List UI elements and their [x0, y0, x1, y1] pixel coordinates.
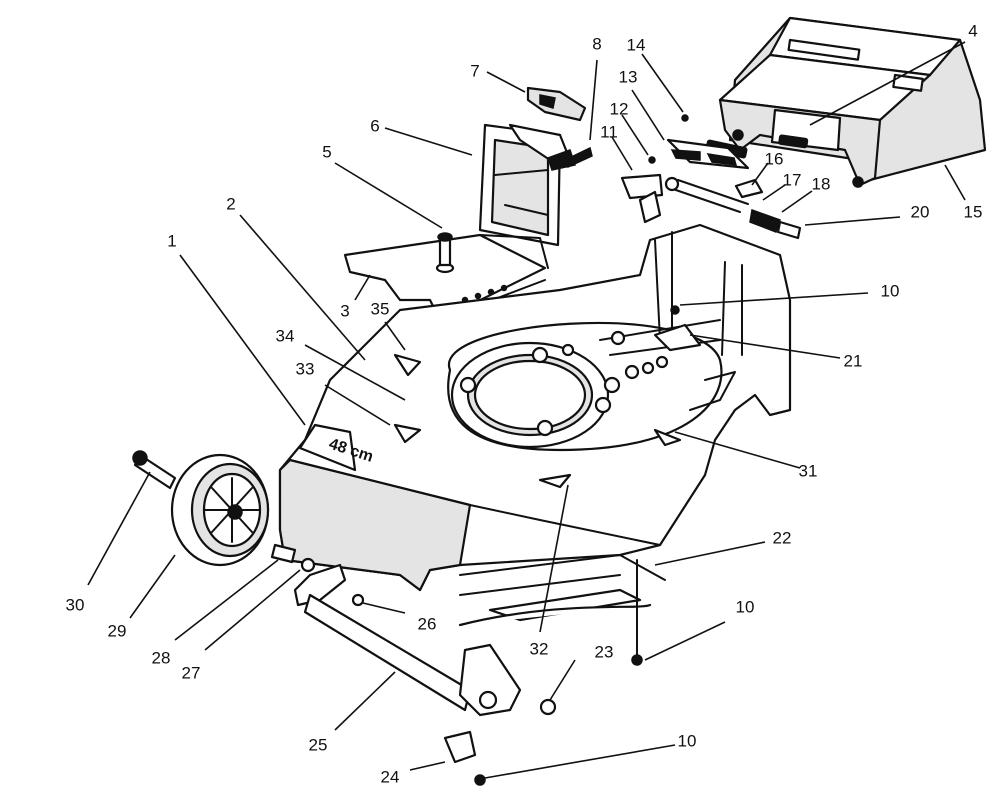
callout-11: 11 — [600, 122, 618, 141]
callout-35: 35 — [371, 299, 390, 318]
callout-7: 7 — [470, 61, 479, 80]
callout-14: 14 — [627, 35, 646, 54]
callout-3: 3 — [340, 301, 349, 320]
callout-12: 12 — [610, 99, 629, 118]
mower-deck: 48 cm — [278, 223, 792, 592]
handle-bracket-assembly — [620, 114, 802, 240]
callout-18: 18 — [812, 174, 831, 193]
callout-28: 28 — [152, 648, 171, 667]
callout-23: 23 — [595, 642, 614, 661]
callout-33: 33 — [296, 359, 315, 378]
callout-10-axle-bottom: 10 — [678, 731, 697, 750]
discharge-chute — [478, 86, 593, 247]
callout-8: 8 — [592, 34, 601, 53]
grass-catcher-bag — [705, 16, 987, 188]
callout-26: 26 — [418, 614, 437, 633]
callout-5: 5 — [322, 142, 331, 161]
callout-1: 1 — [167, 231, 176, 250]
callout-21: 21 — [844, 351, 863, 370]
front-wheel-assembly — [132, 450, 316, 573]
callout-30: 30 — [66, 595, 85, 614]
callout-31: 31 — [799, 461, 818, 480]
callout-15: 15 — [964, 202, 983, 221]
callout-4: 4 — [968, 21, 977, 40]
callout-22: 22 — [773, 528, 792, 547]
callout-2: 2 — [226, 194, 235, 213]
callout-13: 13 — [619, 67, 638, 86]
callout-32: 32 — [530, 639, 549, 658]
callout-20: 20 — [911, 202, 930, 221]
rear-axle-assembly — [293, 305, 680, 786]
callout-16: 16 — [765, 149, 784, 168]
callout-29: 29 — [108, 621, 127, 640]
callout-34: 34 — [276, 326, 295, 345]
callout-17: 17 — [783, 170, 802, 189]
callout-6: 6 — [370, 116, 379, 135]
callout-27: 27 — [182, 663, 201, 682]
leader-lines — [87, 41, 966, 779]
callout-10-bracket: 10 — [881, 281, 900, 300]
callout-25: 25 — [309, 735, 328, 754]
callout-labels: 1 2 3 4 5 6 7 8 10 10 10 11 12 13 14 15 … — [66, 21, 983, 786]
mulch-plate — [343, 232, 549, 322]
callout-10-axle-right: 10 — [736, 597, 755, 616]
callout-24: 24 — [381, 767, 400, 786]
